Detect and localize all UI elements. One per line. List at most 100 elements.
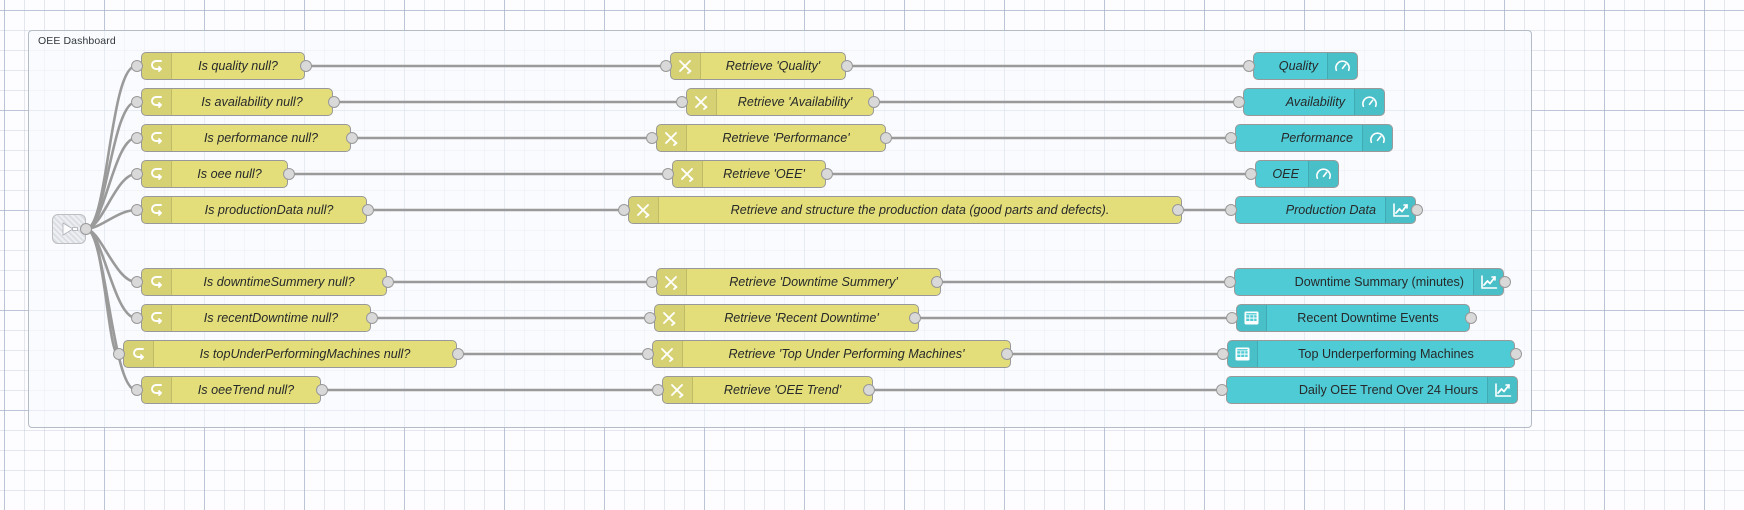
port-in-switch-oee-trend[interactable] [131, 384, 143, 396]
port-in-change-performance[interactable] [646, 132, 658, 144]
switch-label: Is oee null? [197, 167, 262, 181]
switch-node-downtime-summary[interactable]: Is downtimeSummery null? [141, 268, 387, 296]
port-out-change-availability[interactable] [868, 96, 880, 108]
port-in-switch-top-machines[interactable] [113, 348, 125, 360]
port-in-change-top-machines[interactable] [642, 348, 654, 360]
table-icon [1237, 305, 1267, 331]
port-in-change-recent-downtime[interactable] [644, 312, 656, 324]
change-icon [657, 269, 687, 295]
chart-line-icon [1385, 197, 1415, 223]
port-in-dashboard-recent-downtime[interactable] [1226, 312, 1238, 324]
change-node-availability[interactable]: Retrieve 'Availability' [686, 88, 874, 116]
switch-label: Is availability null? [201, 95, 303, 109]
switch-icon [142, 377, 172, 403]
change-icon [673, 161, 703, 187]
port-in-switch-production-data[interactable] [131, 204, 143, 216]
change-node-downtime-summary[interactable]: Retrieve 'Downtime Summery' [656, 268, 941, 296]
port-in-change-oee-trend[interactable] [652, 384, 664, 396]
port-in-dashboard-oee[interactable] [1245, 168, 1257, 180]
port-in-dashboard-downtime-summary[interactable] [1224, 276, 1236, 288]
switch-node-recent-downtime[interactable]: Is recentDowntime null? [141, 304, 371, 332]
port-out-switch-oee-trend[interactable] [316, 384, 328, 396]
switch-label: Is downtimeSummery null? [203, 275, 355, 289]
change-label: Retrieve 'OEE' [723, 167, 805, 181]
dashboard-node-oee-trend[interactable]: Daily OEE Trend Over 24 Hours [1226, 376, 1518, 404]
port-in-switch-recent-downtime[interactable] [131, 312, 143, 324]
port-out-switch-quality[interactable] [300, 60, 312, 72]
switch-node-oee[interactable]: Is oee null? [141, 160, 288, 188]
port-in-switch-performance[interactable] [131, 132, 143, 144]
port-out-switch-availability[interactable] [328, 96, 340, 108]
port-in-dashboard-oee-trend[interactable] [1216, 384, 1228, 396]
port-in-change-oee[interactable] [662, 168, 674, 180]
port-in-dashboard-quality[interactable] [1243, 60, 1255, 72]
switch-node-quality[interactable]: Is quality null? [141, 52, 305, 80]
change-node-oee[interactable]: Retrieve 'OEE' [672, 160, 826, 188]
port-in-dashboard-top-machines[interactable] [1217, 348, 1229, 360]
port-in-change-downtime-summary[interactable] [646, 276, 658, 288]
switch-label: Is recentDowntime null? [203, 311, 339, 325]
port-out-switch-downtime-summary[interactable] [382, 276, 394, 288]
change-node-oee-trend[interactable]: Retrieve 'OEE Trend' [662, 376, 873, 404]
dashboard-label: Downtime Summary (minutes) [1294, 275, 1464, 289]
port-in-switch-downtime-summary[interactable] [131, 276, 143, 288]
change-label: Retrieve and structure the production da… [730, 203, 1110, 217]
dashboard-node-top-machines[interactable]: Top Underperforming Machines [1227, 340, 1515, 368]
port-in-switch-oee[interactable] [131, 168, 143, 180]
change-node-recent-downtime[interactable]: Retrieve 'Recent Downtime' [654, 304, 919, 332]
link-in-node[interactable] [52, 214, 86, 244]
dashboard-node-production-data[interactable]: Production Data [1235, 196, 1416, 224]
port-out-dashboard-top-machines[interactable] [1510, 348, 1522, 360]
port-out-change-performance[interactable] [880, 132, 892, 144]
port-in-change-availability[interactable] [676, 96, 688, 108]
chart-line-icon [1473, 269, 1503, 295]
dashboard-node-oee[interactable]: OEE [1255, 160, 1339, 188]
dashboard-node-performance[interactable]: Performance [1235, 124, 1393, 152]
port-out-dashboard-downtime-summary[interactable] [1499, 276, 1511, 288]
change-node-production-data[interactable]: Retrieve and structure the production da… [628, 196, 1182, 224]
change-node-top-machines[interactable]: Retrieve 'Top Under Performing Machines' [652, 340, 1011, 368]
port-in-switch-quality[interactable] [131, 60, 143, 72]
port-in-dashboard-production-data[interactable] [1225, 204, 1237, 216]
switch-node-production-data[interactable]: Is productionData null? [141, 196, 367, 224]
change-node-performance[interactable]: Retrieve 'Performance' [656, 124, 886, 152]
port-out-switch-production-data[interactable] [362, 204, 374, 216]
switch-node-top-machines[interactable]: Is topUnderPerformingMachines null? [123, 340, 457, 368]
change-node-quality[interactable]: Retrieve 'Quality' [670, 52, 846, 80]
dashboard-node-quality[interactable]: Quality [1253, 52, 1358, 80]
port-in-switch-availability[interactable] [131, 96, 143, 108]
dashboard-label: Recent Downtime Events [1297, 311, 1439, 325]
change-icon [657, 125, 687, 151]
port-out-switch-performance[interactable] [346, 132, 358, 144]
port-out-switch-top-machines[interactable] [452, 348, 464, 360]
port-out-switch-recent-downtime[interactable] [366, 312, 378, 324]
port-out-dashboard-recent-downtime[interactable] [1465, 312, 1477, 324]
port-out-change-quality[interactable] [841, 60, 853, 72]
group-label: OEE Dashboard [38, 35, 116, 47]
switch-node-oee-trend[interactable]: Is oeeTrend null? [141, 376, 321, 404]
port-in-change-quality[interactable] [660, 60, 672, 72]
port-out-change-top-machines[interactable] [1001, 348, 1013, 360]
port-in-dashboard-performance[interactable] [1225, 132, 1237, 144]
port-out-change-production-data[interactable] [1172, 204, 1184, 216]
dashboard-label: Production Data [1285, 203, 1376, 217]
port-out-change-oee[interactable] [821, 168, 833, 180]
port-out-change-recent-downtime[interactable] [909, 312, 921, 324]
dashboard-node-downtime-summary[interactable]: Downtime Summary (minutes) [1234, 268, 1504, 296]
port-out-change-oee-trend[interactable] [863, 384, 875, 396]
link-in-output-port[interactable] [80, 223, 92, 235]
port-in-dashboard-availability[interactable] [1233, 96, 1245, 108]
port-out-dashboard-production-data[interactable] [1411, 204, 1423, 216]
dashboard-node-recent-downtime[interactable]: Recent Downtime Events [1236, 304, 1470, 332]
dashboard-node-availability[interactable]: Availability [1243, 88, 1385, 116]
port-out-change-downtime-summary[interactable] [931, 276, 943, 288]
change-label: Retrieve 'Performance' [722, 131, 850, 145]
switch-label: Is topUnderPerformingMachines null? [199, 347, 411, 361]
switch-icon [142, 269, 172, 295]
change-icon [655, 305, 685, 331]
port-out-switch-oee[interactable] [283, 168, 295, 180]
port-in-change-production-data[interactable] [618, 204, 630, 216]
switch-node-availability[interactable]: Is availability null? [141, 88, 333, 116]
switch-node-performance[interactable]: Is performance null? [141, 124, 351, 152]
